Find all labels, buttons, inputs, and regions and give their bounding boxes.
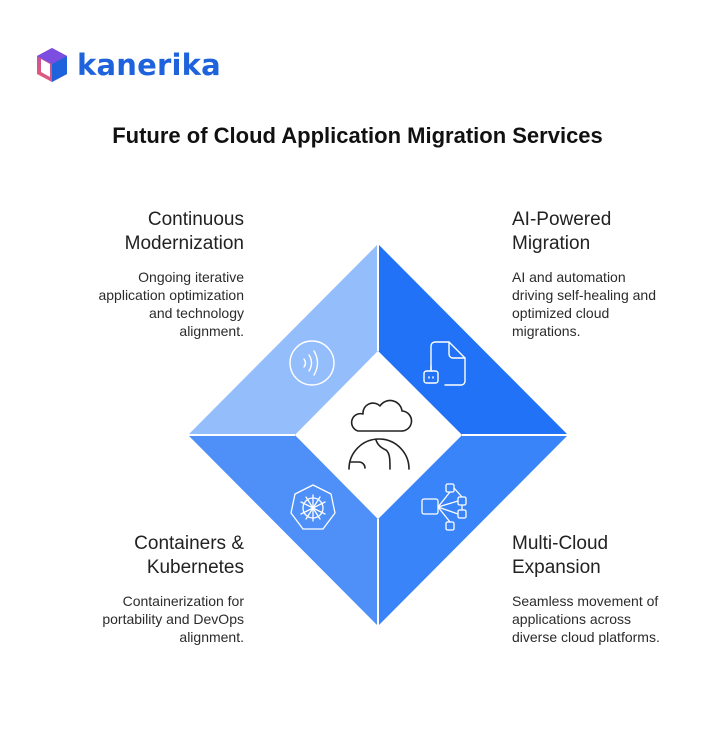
signal-waves-icon	[289, 340, 335, 386]
block-heading: Containers & Kubernetes	[134, 533, 244, 578]
block-description: Seamless movement of applications across…	[512, 593, 660, 645]
block-continuous-modernization: Continuous Modernization Ongoing iterati…	[64, 208, 244, 340]
center-diamond	[295, 351, 462, 519]
block-description: AI and automation driving self-healing a…	[512, 269, 656, 339]
document-robot-icon	[423, 341, 466, 386]
page-title: Future of Cloud Application Migration Se…	[112, 123, 603, 148]
block-heading: AI-Powered Migration	[512, 209, 612, 254]
block-multi-cloud-expansion: Multi-Cloud Expansion Seamless movement …	[512, 532, 712, 646]
block-containers-kubernetes: Containers & Kubernetes Containerization…	[64, 532, 244, 646]
kubernetes-helm-icon	[290, 484, 336, 530]
brand-name: kanerika	[77, 47, 221, 82]
block-ai-powered-migration: AI-Powered Migration AI and automation d…	[512, 208, 692, 340]
quadrant-top-right	[378, 244, 568, 435]
quadrant-top-left	[188, 244, 378, 435]
quadrant-bottom-left	[188, 435, 378, 626]
quadrant-bottom-right	[378, 435, 568, 626]
block-heading: Multi-Cloud Expansion	[512, 533, 609, 578]
cloud-globe-icon	[348, 399, 413, 470]
brand-logo: kanerika	[35, 47, 221, 83]
hexagon-cube-icon	[37, 48, 67, 82]
network-branch-icon	[421, 483, 467, 531]
block-description: Containerization for portability and Dev…	[102, 593, 244, 645]
block-heading: Continuous Modernization	[124, 209, 244, 254]
block-description: Ongoing iterative application optimizati…	[98, 269, 244, 339]
